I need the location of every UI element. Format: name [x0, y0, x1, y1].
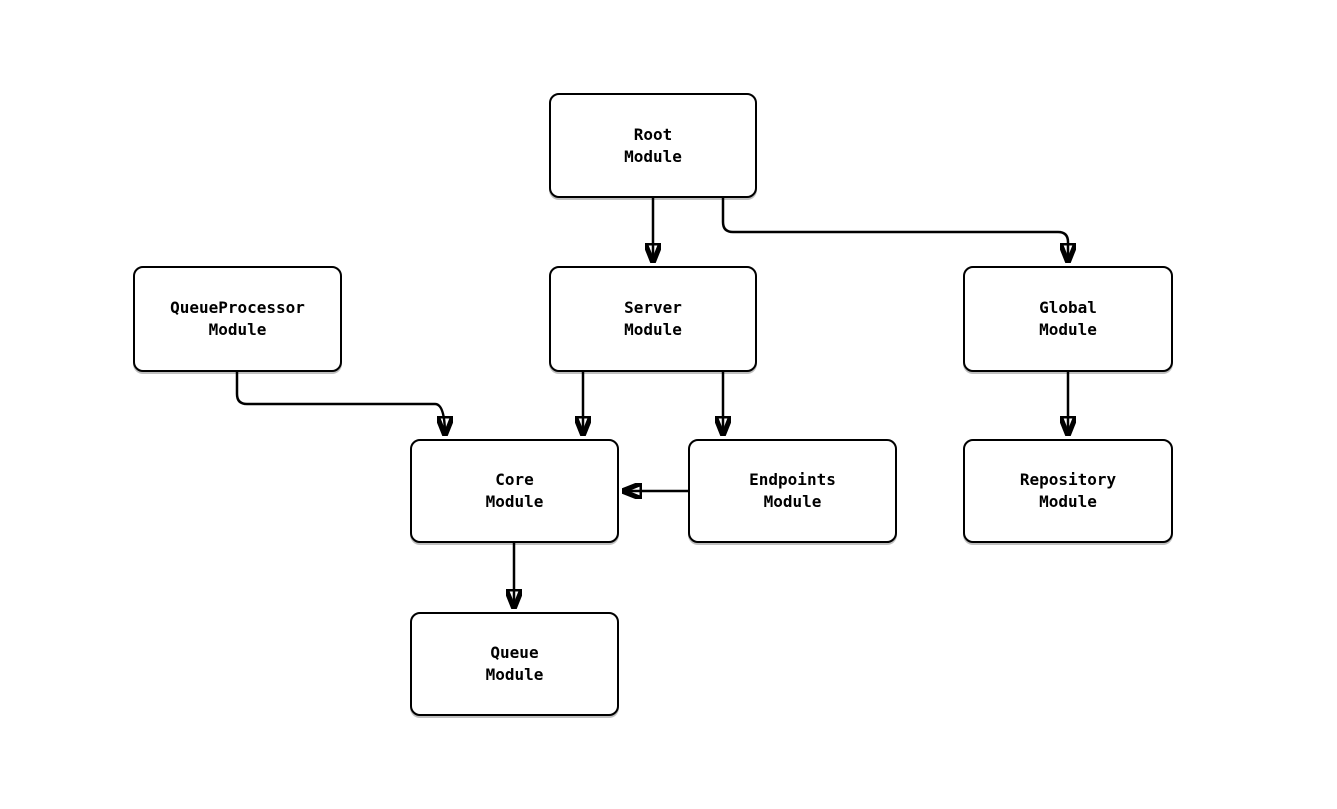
node-global-module-label: Global Module [1039, 298, 1097, 339]
node-queue-module-label: Queue Module [485, 643, 544, 684]
node-server-module-label: Server Module [624, 298, 682, 339]
node-repository-module: Repository Module [963, 439, 1173, 543]
node-global-module: Global Module [963, 266, 1173, 372]
node-queueprocessor-module-label: QueueProcessor Module [170, 298, 305, 339]
node-endpoints-module-label: Endpoints Module [749, 470, 836, 511]
node-repository-module-label: Repository Module [1019, 470, 1117, 511]
node-core-module-label: Core Module [485, 470, 544, 511]
node-core-module: Core Module [410, 439, 619, 543]
node-queue-module: Queue Module [410, 612, 619, 716]
node-endpoints-module: Endpoints Module [688, 439, 897, 543]
edge-root-to-global [721, 198, 1068, 263]
node-root-module: Root Module [549, 93, 757, 198]
node-server-module: Server Module [549, 266, 757, 372]
node-root-module-label: Root Module [624, 124, 682, 166]
node-queueprocessor-module: QueueProcessor Module [133, 266, 342, 372]
edge-queueprocessor-to-core [235, 372, 445, 436]
